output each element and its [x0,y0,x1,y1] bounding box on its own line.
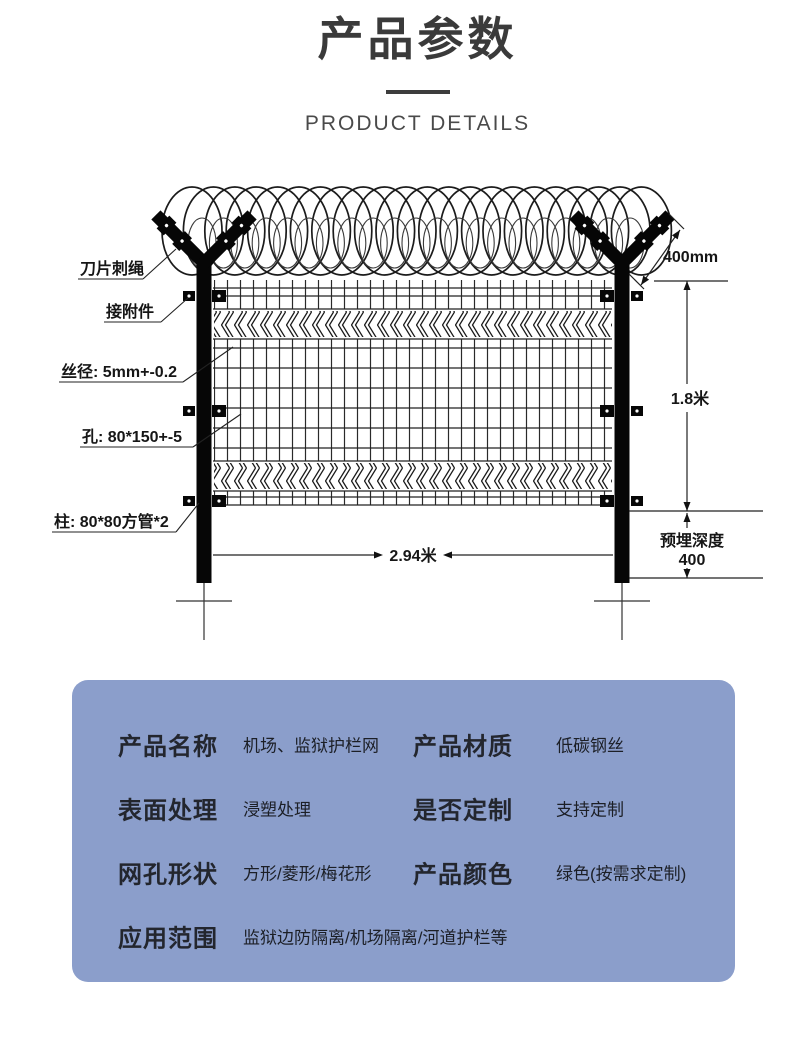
embed-depth-label: 预埋深度 [660,531,725,550]
spec-value: 支持定制 [556,800,624,820]
embed-depth-value: 400 [679,552,706,569]
spec-value: 浸塑处理 [243,800,311,820]
spec-label: 网孔形状 [118,861,218,889]
page-subtitle: PRODUCT DETAILS [304,112,531,136]
dim-arm-label: 400mm [663,249,718,266]
spec-label: 产品颜色 [413,861,513,889]
spec-value: 机场、监狱护栏网 [243,736,379,756]
bend-band-bottom [214,463,612,489]
spec-label: 表面处理 [118,797,218,825]
spec-label: 是否定制 [413,797,513,825]
label-mesh-hole: 孔: 80*150+-5 [82,428,182,446]
label-attachment: 接附件 [106,302,154,321]
label-wire-diameter: 丝径: 5mm+-0.2 [61,362,177,381]
header: 产品参数 PRODUCT DETAILS [18,0,799,136]
label-post: 柱: 80*80方管*2 [54,512,169,531]
label-razor-wire: 刀片刺绳 [80,259,144,278]
dim-height [654,280,728,511]
spec-label: 产品材质 [413,733,513,761]
page-title: 产品参数 [317,13,518,65]
dim-width [213,551,613,559]
spec-value: 绿色(按需求定制) [556,864,687,884]
dim-arm [628,213,685,290]
title-divider [385,90,450,95]
callouts: 刀片刺绳 接附件 丝径: 5mm+-0.2 孔: 80*150+-5 柱: 80… [52,248,242,533]
mesh-panel [213,280,612,506]
spec-label: 产品名称 [118,733,218,761]
spec-value: 低碳钢丝 [556,736,624,756]
dim-height-label: 1.8米 [671,389,710,408]
spec-value: 监狱边防隔离/机场隔离/河道护栏等 [243,928,508,948]
fence-diagram: 2.94米 1.8米 预埋深度 400 400m [52,186,763,641]
spec-card: 产品名称 机场、监狱护栏网 产品材质 低碳钢丝 表面处理 浸塑处理 是否定制 支… [72,680,735,982]
bend-band-top [214,311,612,337]
spec-label: 应用范围 [118,925,218,953]
dim-embed-depth [629,510,763,579]
spec-value: 方形/菱形/梅花形 [243,864,372,884]
dim-width-label: 2.94米 [389,546,437,565]
